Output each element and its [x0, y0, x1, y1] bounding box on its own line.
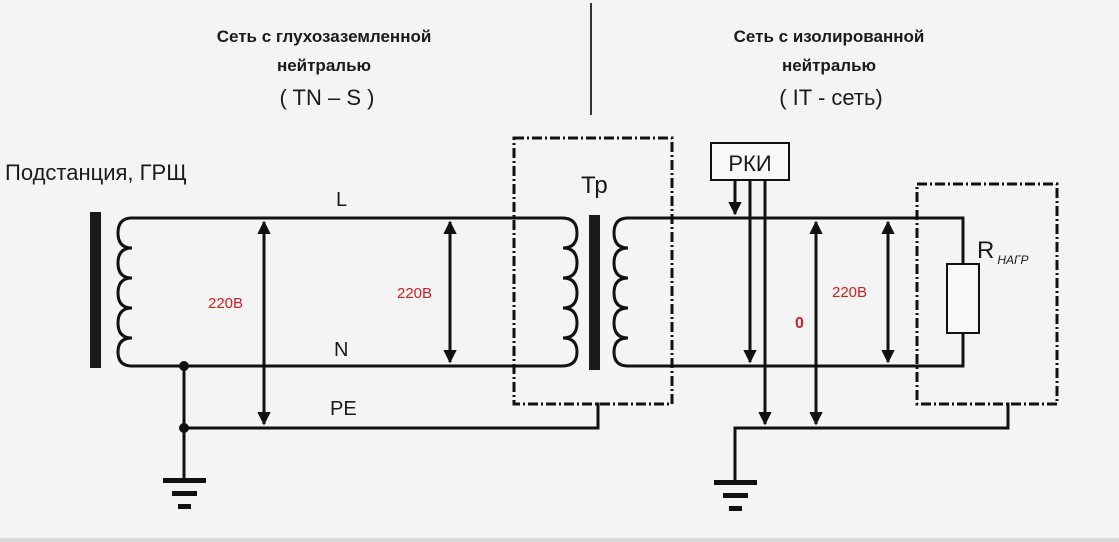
- transformer-secondary-coil: [612, 216, 629, 368]
- load-label-subscript: НАГР: [997, 253, 1028, 267]
- transformer-enclosure: [512, 136, 674, 406]
- transformer-core: [589, 215, 600, 370]
- voltage-phase-ground: 0: [795, 315, 804, 332]
- label-PE: PE: [330, 398, 357, 420]
- load-resistor: [946, 263, 980, 334]
- substation-core: [90, 212, 101, 368]
- transformer-label: Тр: [581, 172, 608, 199]
- left-title-line1: Сеть с глухозаземленной: [217, 27, 432, 46]
- ground-icon-left: [163, 478, 206, 509]
- right-title-line2: нейтралью: [782, 56, 876, 75]
- voltage-L-N: 220В: [397, 285, 432, 302]
- voltage-L-PE: 220В: [208, 295, 243, 312]
- label-N: N: [334, 339, 348, 361]
- left-subtitle: ( TN – S ): [280, 85, 375, 110]
- ground-icon-right: [714, 480, 757, 511]
- transformer-primary-coil: [561, 216, 579, 368]
- right-subtitle: ( IT - сеть): [779, 85, 883, 110]
- insulation-monitor-label: РКИ: [728, 151, 771, 176]
- left-title-line2: нейтралью: [277, 56, 371, 75]
- voltage-phase-phase: 220В: [832, 284, 867, 301]
- bottom-border: [0, 538, 1119, 542]
- junction-dot: [179, 423, 189, 433]
- substation-coil: [116, 216, 133, 368]
- junction-dot: [179, 361, 189, 371]
- substation-label: Подстанция, ГРЩ: [5, 160, 187, 185]
- right-title-line1: Сеть с изолированной: [734, 27, 925, 46]
- label-L: L: [336, 189, 347, 211]
- load-label-main: R: [977, 237, 994, 264]
